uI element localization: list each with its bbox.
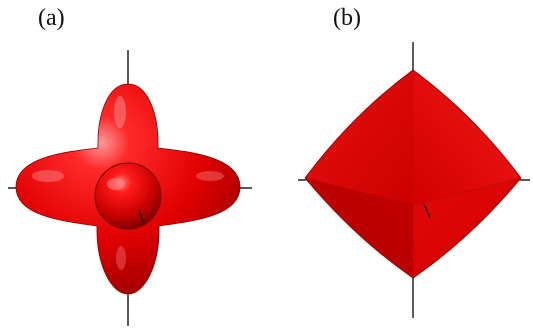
panel-a-highlight-bottom — [116, 246, 126, 270]
panel-b-surface — [298, 42, 530, 318]
panel-label-b: (b) — [333, 5, 361, 31]
panel-b-octa-bottom-right — [413, 178, 521, 278]
panel-a-sphere-highlight — [107, 178, 125, 190]
panel-a-highlight-left — [32, 170, 64, 182]
panel-a-central-sphere — [94, 162, 162, 230]
panel-label-a: (a) — [38, 5, 65, 31]
panel-a-surface — [8, 50, 252, 326]
panel-a-highlight-top — [114, 96, 126, 128]
panel-b-axis-depth — [423, 203, 431, 219]
panel-a-axis-depth — [138, 209, 145, 225]
panel-b-edge-right — [412, 177, 522, 206]
panel-b-octa-bottom-left — [305, 178, 413, 278]
panel-b-edge-left — [304, 177, 414, 206]
panel-b-octa-top-right — [413, 70, 521, 205]
panel-b-octa-top-left — [305, 70, 413, 205]
panel-a-highlight-right — [196, 171, 224, 181]
